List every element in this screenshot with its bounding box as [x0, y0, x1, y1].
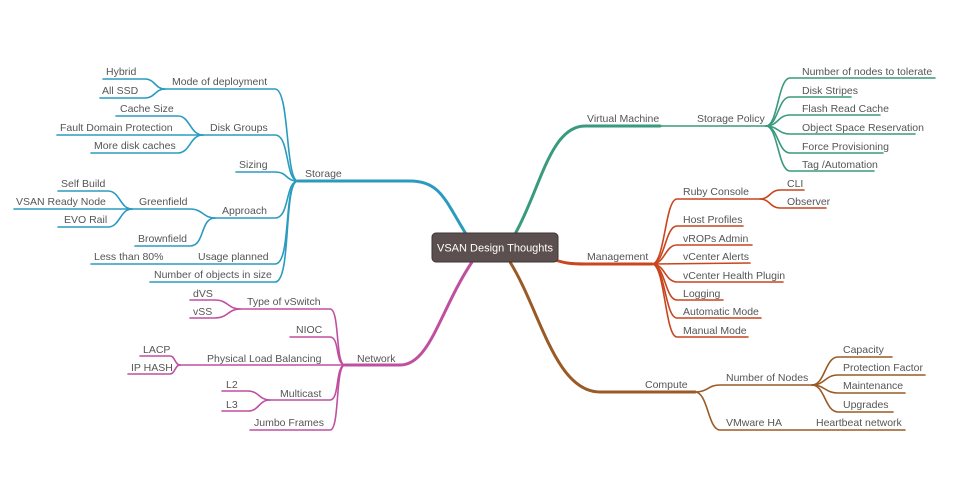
vswitch-node[interactable]: Type of vSwitch: [247, 296, 321, 308]
protection-factor-node[interactable]: Protection Factor: [843, 362, 923, 374]
multicast-node[interactable]: Multicast: [280, 388, 322, 400]
manual-connector: [651, 263, 749, 338]
ruby-node[interactable]: Ruby Console: [683, 186, 749, 198]
vrops-node[interactable]: vROPs Admin: [683, 233, 749, 245]
mode-connector: [164, 88, 299, 182]
jumbo-connector: [249, 364, 346, 431]
central-topic[interactable]: VSAN Design Thoughts: [431, 232, 559, 263]
flash-read-node[interactable]: Flash Read Cache: [802, 103, 889, 115]
allssd-node[interactable]: All SSD: [102, 85, 139, 97]
upgrades-connector: [811, 384, 894, 413]
more-caches-connector: [90, 134, 204, 154]
management-branch: Management Ruby Console CLI Observer Hos…: [553, 178, 831, 338]
l3-node[interactable]: L3: [226, 399, 238, 411]
vcenter-alerts-node[interactable]: vCenter Alerts: [683, 251, 749, 263]
nodes-tolerate-node[interactable]: Number of nodes to tolerate: [802, 66, 932, 78]
ready-node-node[interactable]: VSAN Ready Node: [16, 196, 106, 208]
compute-connector: [508, 260, 697, 394]
vm-node[interactable]: Virtual Machine: [587, 113, 659, 125]
brownfield-node[interactable]: Brownfield: [138, 233, 187, 245]
less-than-80-node[interactable]: Less than 80%: [94, 251, 163, 263]
nioc-node[interactable]: NIOC: [296, 324, 323, 336]
vss-connector: [189, 308, 241, 319]
cache-size-node[interactable]: Cache Size: [120, 103, 174, 115]
tag-node[interactable]: Tag /Automation: [802, 159, 878, 171]
automatic-mode-node[interactable]: Automatic Mode: [683, 306, 759, 318]
compute-node[interactable]: Compute: [645, 379, 688, 391]
manual-mode-node[interactable]: Manual Mode: [683, 325, 747, 337]
observer-node[interactable]: Observer: [787, 196, 831, 208]
number-of-nodes-node[interactable]: Number of Nodes: [726, 372, 808, 384]
more-caches-node[interactable]: More disk caches: [94, 140, 176, 152]
objects-node[interactable]: Number of objects in size: [154, 269, 272, 281]
hybrid-node[interactable]: Hybrid: [106, 66, 137, 78]
lacp-node[interactable]: LACP: [143, 344, 170, 356]
mode-node[interactable]: Mode of deployment: [172, 76, 267, 88]
tag-connector: [765, 125, 875, 172]
storage-node[interactable]: Storage: [305, 168, 342, 180]
observer-connector: [759, 198, 827, 209]
alerts-connector: [651, 262, 751, 265]
approach-node[interactable]: Approach: [222, 205, 267, 217]
diskgroups-connector: [202, 134, 299, 182]
greenfield-connector: [131, 208, 216, 219]
logging-node[interactable]: Logging: [683, 288, 721, 300]
brownfield-connector: [134, 217, 216, 247]
evo-rail-node[interactable]: EVO Rail: [64, 214, 107, 226]
iphash-node[interactable]: IP HASH: [131, 362, 173, 374]
storage-connector: [296, 179, 468, 236]
heartbeat-node[interactable]: Heartbeat network: [816, 417, 903, 429]
network-branch: Network Type of vSwitch dVS vSS NIOC Phy…: [127, 260, 474, 431]
dvs-node[interactable]: dVS: [193, 288, 213, 300]
l3-connector: [221, 399, 271, 412]
management-connector: [553, 258, 654, 266]
fault-domain-node[interactable]: Fault Domain Protection: [60, 122, 173, 134]
plb-node[interactable]: Physical Load Balancing: [207, 353, 322, 365]
self-build-node[interactable]: Self Build: [61, 178, 106, 190]
ruby-connector: [651, 198, 761, 265]
vss-node[interactable]: vSS: [193, 306, 212, 318]
jumbo-frames-node[interactable]: Jumbo Frames: [254, 417, 324, 429]
force-prov-node[interactable]: Force Provisioning: [802, 141, 889, 153]
diskgroups-node[interactable]: Disk Groups: [210, 122, 268, 134]
storage-branch: Storage Mode of deployment Hybrid All SS…: [13, 66, 468, 283]
usage-node[interactable]: Usage planned: [198, 251, 269, 263]
sizing-connector: [235, 171, 299, 182]
objects-connector: [149, 180, 299, 283]
ha-connector: [694, 391, 906, 431]
disk-stripes-node[interactable]: Disk Stripes: [802, 85, 858, 97]
health-plugin-node[interactable]: vCenter Health Plugin: [683, 270, 785, 282]
evorail-connector: [57, 208, 133, 228]
allssd-connector: [99, 88, 166, 99]
central-topic-label: VSAN Design Thoughts: [437, 243, 553, 255]
cli-node[interactable]: CLI: [787, 178, 803, 190]
nioc-connector: [289, 336, 346, 366]
vmware-ha-node[interactable]: VMware HA: [726, 417, 782, 429]
vm-connector: [513, 124, 662, 236]
maintenance-node[interactable]: Maintenance: [843, 380, 903, 392]
iphash-connector: [127, 364, 181, 375]
host-profiles-node[interactable]: Host Profiles: [683, 214, 743, 226]
upgrades-node[interactable]: Upgrades: [843, 399, 889, 411]
l2-node[interactable]: L2: [226, 379, 238, 391]
capacity-node[interactable]: Capacity: [843, 344, 885, 356]
storage-policy-node[interactable]: Storage Policy: [697, 113, 765, 125]
management-node[interactable]: Management: [587, 251, 648, 263]
osr-node[interactable]: Object Space Reservation: [802, 122, 924, 134]
network-node[interactable]: Network: [357, 353, 396, 365]
vm-branch: Virtual Machine Storage Policy Number of…: [513, 66, 936, 236]
greenfield-node[interactable]: Greenfield: [139, 196, 188, 208]
nodes-connector: [694, 384, 813, 393]
central-topic-box[interactable]: [431, 232, 559, 263]
compute-branch: Compute Number of Nodes Capacity Protect…: [508, 260, 926, 431]
network-connector: [343, 260, 474, 367]
sizing-node[interactable]: Sizing: [239, 159, 268, 171]
